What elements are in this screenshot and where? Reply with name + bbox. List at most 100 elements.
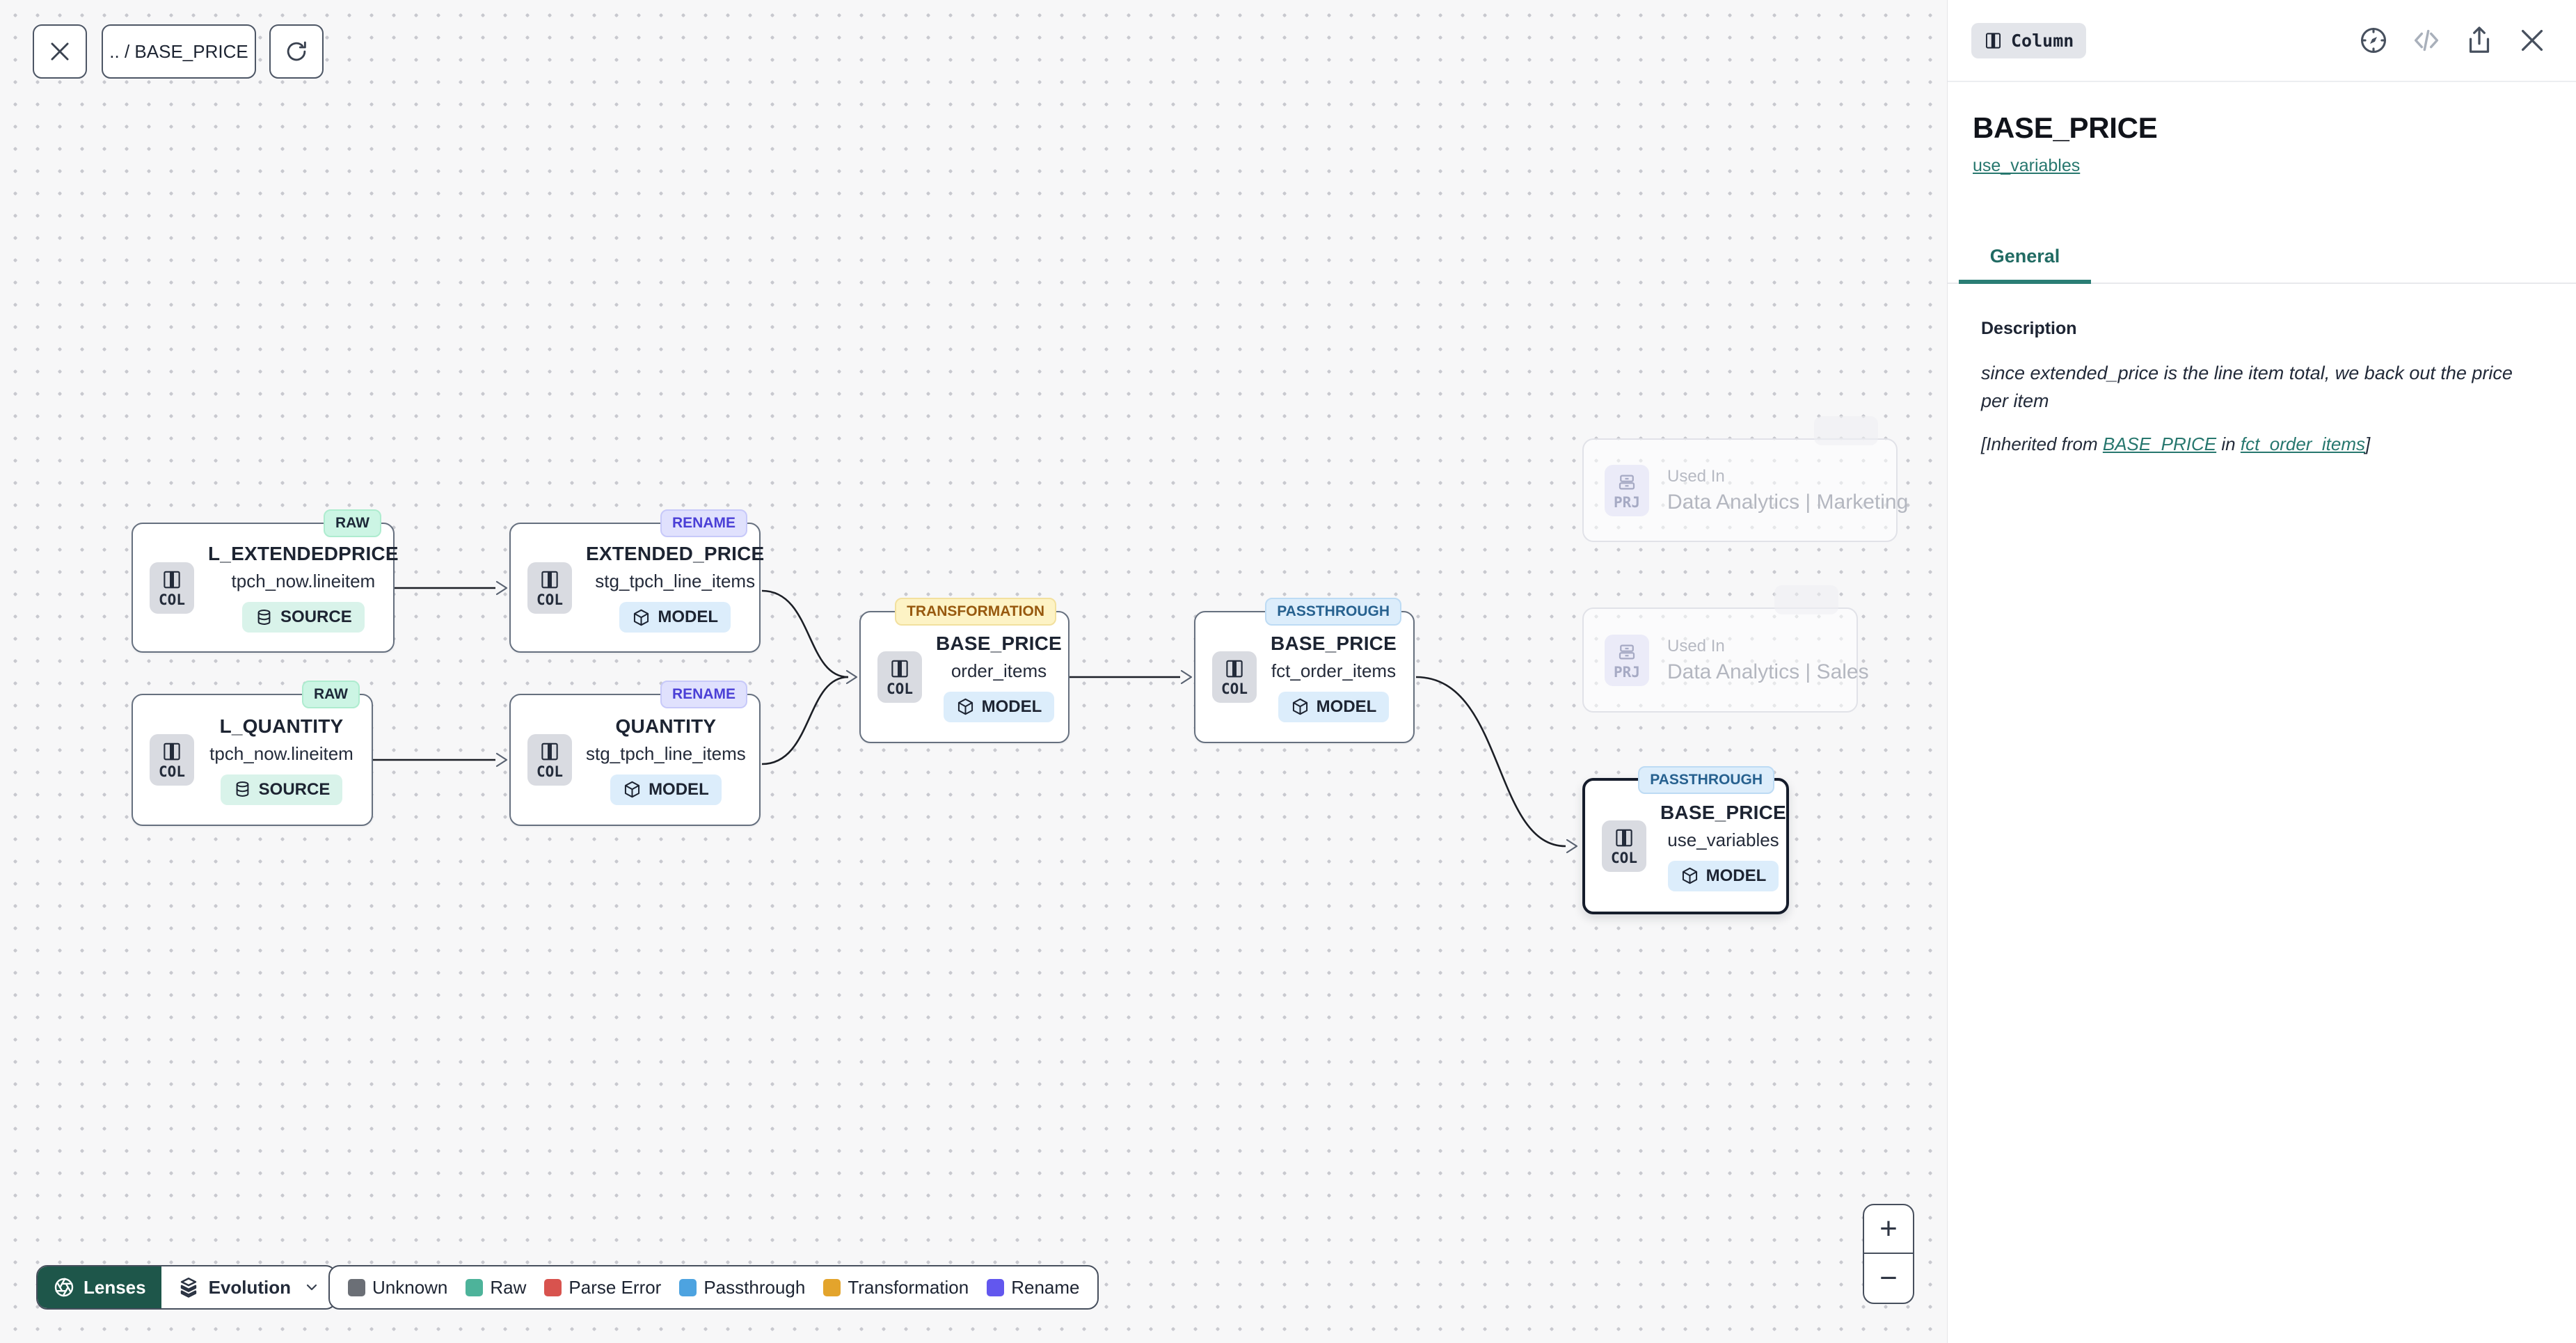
inherited-column-link[interactable]: BASE_PRICE (2102, 433, 2217, 454)
column-type-chip: COL (527, 734, 572, 786)
node-subtitle: stg_tpch_line_items (595, 571, 756, 591)
ghost-node-sales: PRJ Used In Data Analytics | Sales (1582, 585, 1869, 713)
model-link[interactable]: use_variables (1973, 156, 2081, 175)
lens-dropdown-evolution[interactable]: Evolution (161, 1266, 335, 1308)
model-pill: MODEL (943, 691, 1055, 722)
close-panel-button[interactable] (2516, 24, 2548, 56)
zoom-in-button[interactable]: + (1864, 1205, 1913, 1254)
pill-label: MODEL (658, 607, 719, 626)
column-icon (541, 571, 558, 588)
node-l-extendedprice[interactable]: RAW COL L_EXTENDEDPRICE tpch_now.lineite… (132, 509, 399, 653)
cube-icon (957, 698, 973, 715)
lens-selected-label: Evolution (208, 1276, 292, 1298)
project-type-chip: PRJ (1605, 634, 1649, 686)
legend-swatch (466, 1278, 484, 1296)
code-button[interactable] (2410, 24, 2442, 56)
node-subtitle: use_variables (1667, 829, 1779, 850)
chevron-down-icon (306, 1284, 317, 1291)
column-type-chip: COL (1212, 651, 1257, 703)
legend-label: Transformation (848, 1276, 969, 1298)
pill-label: MODEL (1706, 866, 1767, 885)
column-icon (164, 742, 180, 761)
breadcrumb[interactable]: .. / BASE_PRICE (102, 24, 256, 79)
entity-type-label: Column (2011, 30, 2074, 51)
column-icon (1985, 32, 2001, 49)
node-quantity[interactable]: RENAME COL QUANTITY stg_tpch_line_items … (509, 681, 761, 826)
legend-swatch (823, 1278, 841, 1296)
zoom-out-button[interactable]: − (1879, 1261, 1898, 1295)
legend-label: Passthrough (703, 1276, 806, 1298)
source-pill: SOURCE (242, 602, 365, 633)
node-base-price-use-variables[interactable]: PASSTHROUGH COL BASE_PRICE use_variables… (1582, 766, 1789, 914)
node-base-price-fct-order-items[interactable]: PASSTHROUGH COL BASE_PRICE fct_order_ite… (1194, 598, 1415, 743)
ghost-node-marketing: PRJ Used In Data Analytics | Marketing (1582, 416, 1908, 542)
ghost-used-in-label: Used In (1667, 466, 1725, 486)
project-icon (1619, 644, 1635, 659)
description-inherited: [Inherited from BASE_PRICE in fct_order_… (1981, 434, 2543, 455)
column-icon (164, 571, 180, 588)
legend-item-unknown: Unknown (348, 1277, 447, 1298)
legend-swatch (679, 1278, 697, 1296)
cube-icon (1292, 698, 1307, 715)
code-icon (2414, 29, 2439, 51)
description-section: Description since extended_price is the … (1948, 284, 2576, 490)
column-icon (1226, 660, 1243, 678)
inherited-infix: in (2216, 433, 2241, 454)
chip-kind-label: PRJ (1614, 493, 1640, 511)
share-button[interactable] (2463, 24, 2495, 56)
node-title: BASE_PRICE (936, 632, 1062, 654)
database-icon (236, 781, 249, 797)
node-subtitle: tpch_now.lineitem (231, 571, 376, 591)
column-icon (1616, 829, 1632, 847)
database-icon (257, 609, 271, 625)
refresh-button[interactable] (269, 24, 324, 79)
project-type-chip: PRJ (1605, 464, 1649, 516)
model-pill: MODEL (619, 602, 731, 633)
column-type-chip: COL (527, 562, 572, 614)
legend-item-passthrough: Passthrough (679, 1277, 805, 1298)
tab-general[interactable]: General (1959, 236, 2091, 284)
close-lineage-button[interactable] (33, 24, 87, 79)
node-base-price-order-items[interactable]: TRANSFORMATION COL BASE_PRICE order_item… (859, 598, 1070, 743)
chip-kind-label: COL (1611, 850, 1637, 866)
lineage-canvas[interactable]: .. / BASE_PRICE PRJ Used In Data Analyti… (0, 0, 1947, 1343)
description-body: since extended_price is the line item to… (1981, 363, 2513, 411)
node-badge: RAW (302, 681, 360, 708)
node-title: BASE_PRICE (1271, 632, 1397, 654)
ghost-badge (1774, 585, 1838, 614)
lenses-label: Lenses (84, 1276, 146, 1298)
node-extended-price[interactable]: RENAME COL EXTENDED_PRICE stg_tpch_line_… (509, 509, 764, 653)
legend-swatch (348, 1278, 365, 1296)
chip-kind-label: PRJ (1614, 663, 1640, 681)
node-badge: RAW (324, 509, 381, 537)
pill-label: SOURCE (258, 779, 331, 799)
inherited-model-link[interactable]: fct_order_items (2240, 433, 2366, 454)
ghost-used-in-label: Used In (1667, 636, 1725, 655)
ghost-project-name: Data Analytics | Sales (1667, 660, 1869, 683)
node-badge: PASSTHROUGH (1265, 598, 1401, 626)
layers-icon (180, 1277, 196, 1298)
column-type-chip: COL (150, 562, 194, 614)
column-type-chip: COL (150, 734, 194, 786)
chip-kind-label: COL (159, 591, 185, 608)
project-icon (1619, 475, 1635, 489)
cube-icon (634, 609, 649, 626)
ghost-project-name: Data Analytics | Marketing (1667, 490, 1909, 514)
lenses-button[interactable]: Lenses (38, 1266, 161, 1308)
description-label: Description (1981, 319, 2077, 338)
panel-tabs: General (1948, 236, 2576, 284)
breadcrumb-label: .. / BASE_PRICE (109, 40, 248, 62)
node-l-quantity[interactable]: RAW COL L_QUANTITY tpch_now.lineitem SOU… (132, 681, 373, 826)
panel-actions (2358, 24, 2548, 56)
ghost-badge (1814, 416, 1878, 445)
cube-icon (624, 781, 640, 798)
legend-swatch (544, 1278, 562, 1296)
zoom-controls: + − (1863, 1204, 1914, 1304)
chip-kind-label: COL (1221, 681, 1248, 697)
column-type-chip: COL (877, 651, 922, 703)
entity-type-badge: Column (1971, 22, 2087, 58)
compass-icon (2360, 27, 2387, 54)
explore-button[interactable] (2358, 24, 2390, 56)
panel-title-block: BASE_PRICE use_variables (1948, 82, 2576, 176)
